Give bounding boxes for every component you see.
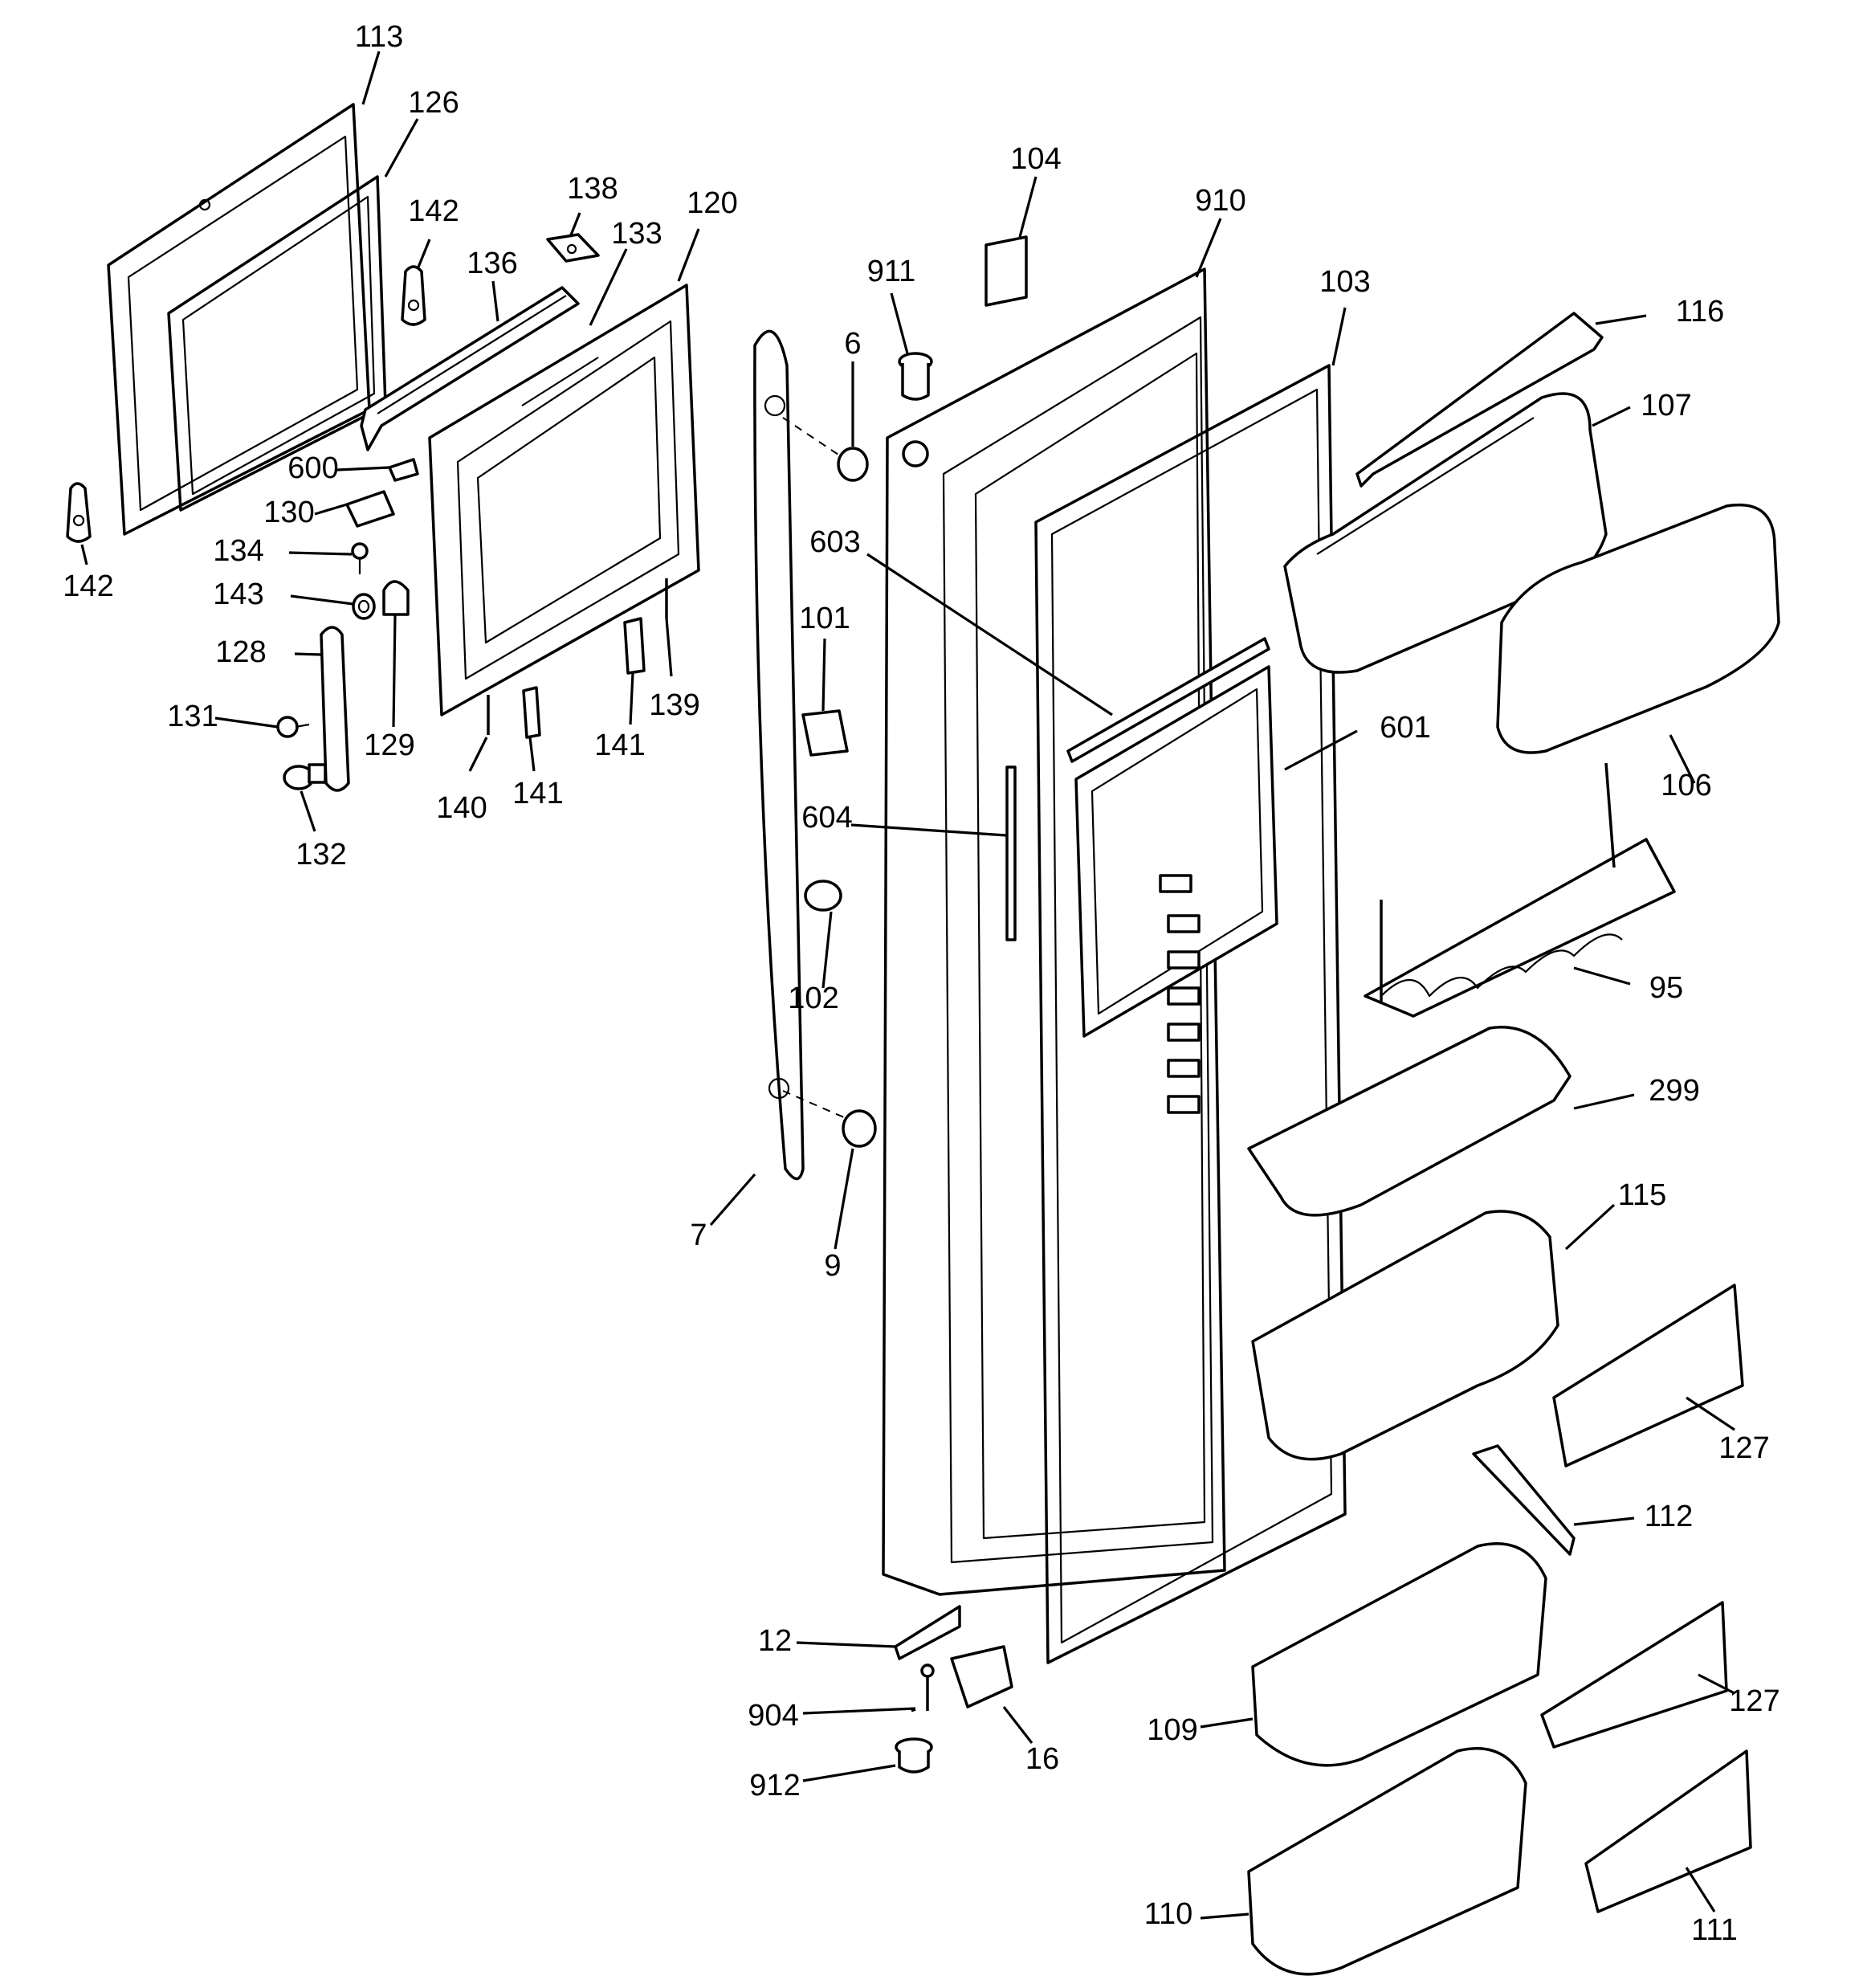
part-label-911: 911 <box>867 255 916 288</box>
latch-102 <box>804 880 842 912</box>
part-label-142: 142 <box>408 194 459 228</box>
bin-107 <box>1283 392 1608 674</box>
clip-141-upper <box>623 617 646 675</box>
bin-115 <box>1251 1210 1559 1461</box>
part-label-115: 115 <box>1618 1178 1667 1212</box>
rail-116 <box>1355 312 1604 488</box>
cover-106 <box>1496 503 1780 754</box>
clip-141-lower <box>522 686 541 739</box>
frame-601 <box>1074 665 1278 1038</box>
rail-604 <box>1005 765 1017 941</box>
panel-127-lower <box>1540 1601 1728 1749</box>
bin-110 <box>1247 1747 1527 1976</box>
part-label-131: 131 <box>167 700 218 733</box>
part-label-143: 143 <box>213 578 263 611</box>
part-label-130: 130 <box>263 496 314 529</box>
trim-strip-136 <box>360 286 580 451</box>
part-label-601: 601 <box>1380 711 1430 745</box>
bracket-12 <box>894 1605 961 1660</box>
part-label-113: 113 <box>355 20 404 54</box>
part-label-12: 12 <box>758 1624 792 1658</box>
bracket-138 <box>546 233 600 263</box>
label-104 <box>984 235 1028 307</box>
part-label-107: 107 <box>1641 389 1691 423</box>
part-label-904: 904 <box>748 1699 798 1733</box>
part-label-116: 116 <box>1676 295 1725 329</box>
part-label-910: 910 <box>1195 184 1245 218</box>
part-label-136: 136 <box>467 247 517 280</box>
part-label-132: 132 <box>296 838 346 872</box>
part-label-9: 9 <box>824 1249 841 1283</box>
part-label-106: 106 <box>1661 769 1711 802</box>
cap-129 <box>382 580 410 616</box>
shelf-299 <box>1247 1026 1572 1217</box>
part-label-600: 600 <box>287 451 338 485</box>
part-label-138: 138 <box>567 172 618 206</box>
part-label-134: 134 <box>213 534 263 568</box>
part-label-129: 129 <box>364 729 414 762</box>
part-label-128: 128 <box>215 635 266 669</box>
screw-131 <box>276 716 310 738</box>
hinge-600 <box>388 458 419 482</box>
part-label-7: 7 <box>690 1219 707 1252</box>
part-label-110: 110 <box>1144 1897 1193 1931</box>
part-label-912: 912 <box>749 1769 800 1802</box>
part-label-127: 127 <box>1718 1431 1769 1465</box>
leader-lines <box>80 51 1735 1920</box>
screw-134 <box>351 542 369 574</box>
clip-142-left <box>66 482 92 543</box>
handle-7 <box>753 329 805 1181</box>
part-label-102: 102 <box>788 982 838 1015</box>
bar-603 <box>1066 637 1270 763</box>
part-label-95: 95 <box>1649 971 1683 1005</box>
link-arm-128 <box>320 626 350 792</box>
part-number-labels: 113 126 142 142 138 133 120 136 600 130 … <box>63 20 1779 1947</box>
hinge-plate-130 <box>345 490 395 528</box>
shelf-supports <box>1159 874 1201 1114</box>
part-label-139: 139 <box>649 688 699 722</box>
panel-111 <box>1584 1749 1752 1913</box>
part-label-603: 603 <box>809 525 860 559</box>
wire-rack-95 <box>1364 762 1676 1018</box>
plug-911 <box>898 352 933 401</box>
bushing-912 <box>895 1737 933 1774</box>
part-label-604: 604 <box>801 801 852 835</box>
part-label-142: 142 <box>63 569 113 603</box>
gasket-103 <box>1034 364 1347 1664</box>
part-label-111: 111 <box>1691 1913 1738 1947</box>
part-label-104: 104 <box>1010 142 1061 176</box>
part-label-126: 126 <box>408 86 459 120</box>
panel-127-upper <box>1552 1284 1744 1468</box>
part-label-141: 141 <box>512 777 563 810</box>
part-label-141: 141 <box>594 729 645 762</box>
bin-109 <box>1251 1542 1547 1767</box>
part-label-127: 127 <box>1729 1684 1779 1718</box>
spring-9 <box>842 1109 877 1148</box>
part-label-140: 140 <box>436 791 487 825</box>
screw-904 <box>920 1663 935 1711</box>
inner-frame-120 <box>428 284 700 716</box>
door-910 <box>882 267 1226 1596</box>
part-label-6: 6 <box>844 327 861 361</box>
bolt-132 <box>283 763 327 790</box>
part-label-16: 16 <box>1025 1742 1059 1776</box>
part-label-133: 133 <box>611 217 662 251</box>
part-label-101: 101 <box>799 602 850 635</box>
part-label-109: 109 <box>1147 1713 1197 1747</box>
hinge-block-16 <box>950 1645 1013 1708</box>
clip-142-top <box>401 265 426 326</box>
bushing-143 <box>352 593 376 620</box>
part-label-299: 299 <box>1649 1074 1699 1108</box>
spring-6 <box>837 447 869 482</box>
part-label-120: 120 <box>687 186 737 220</box>
part-label-112: 112 <box>1645 1500 1694 1533</box>
divider-112 <box>1472 1444 1576 1556</box>
part-label-103: 103 <box>1319 265 1370 299</box>
bracket-101 <box>801 709 849 757</box>
